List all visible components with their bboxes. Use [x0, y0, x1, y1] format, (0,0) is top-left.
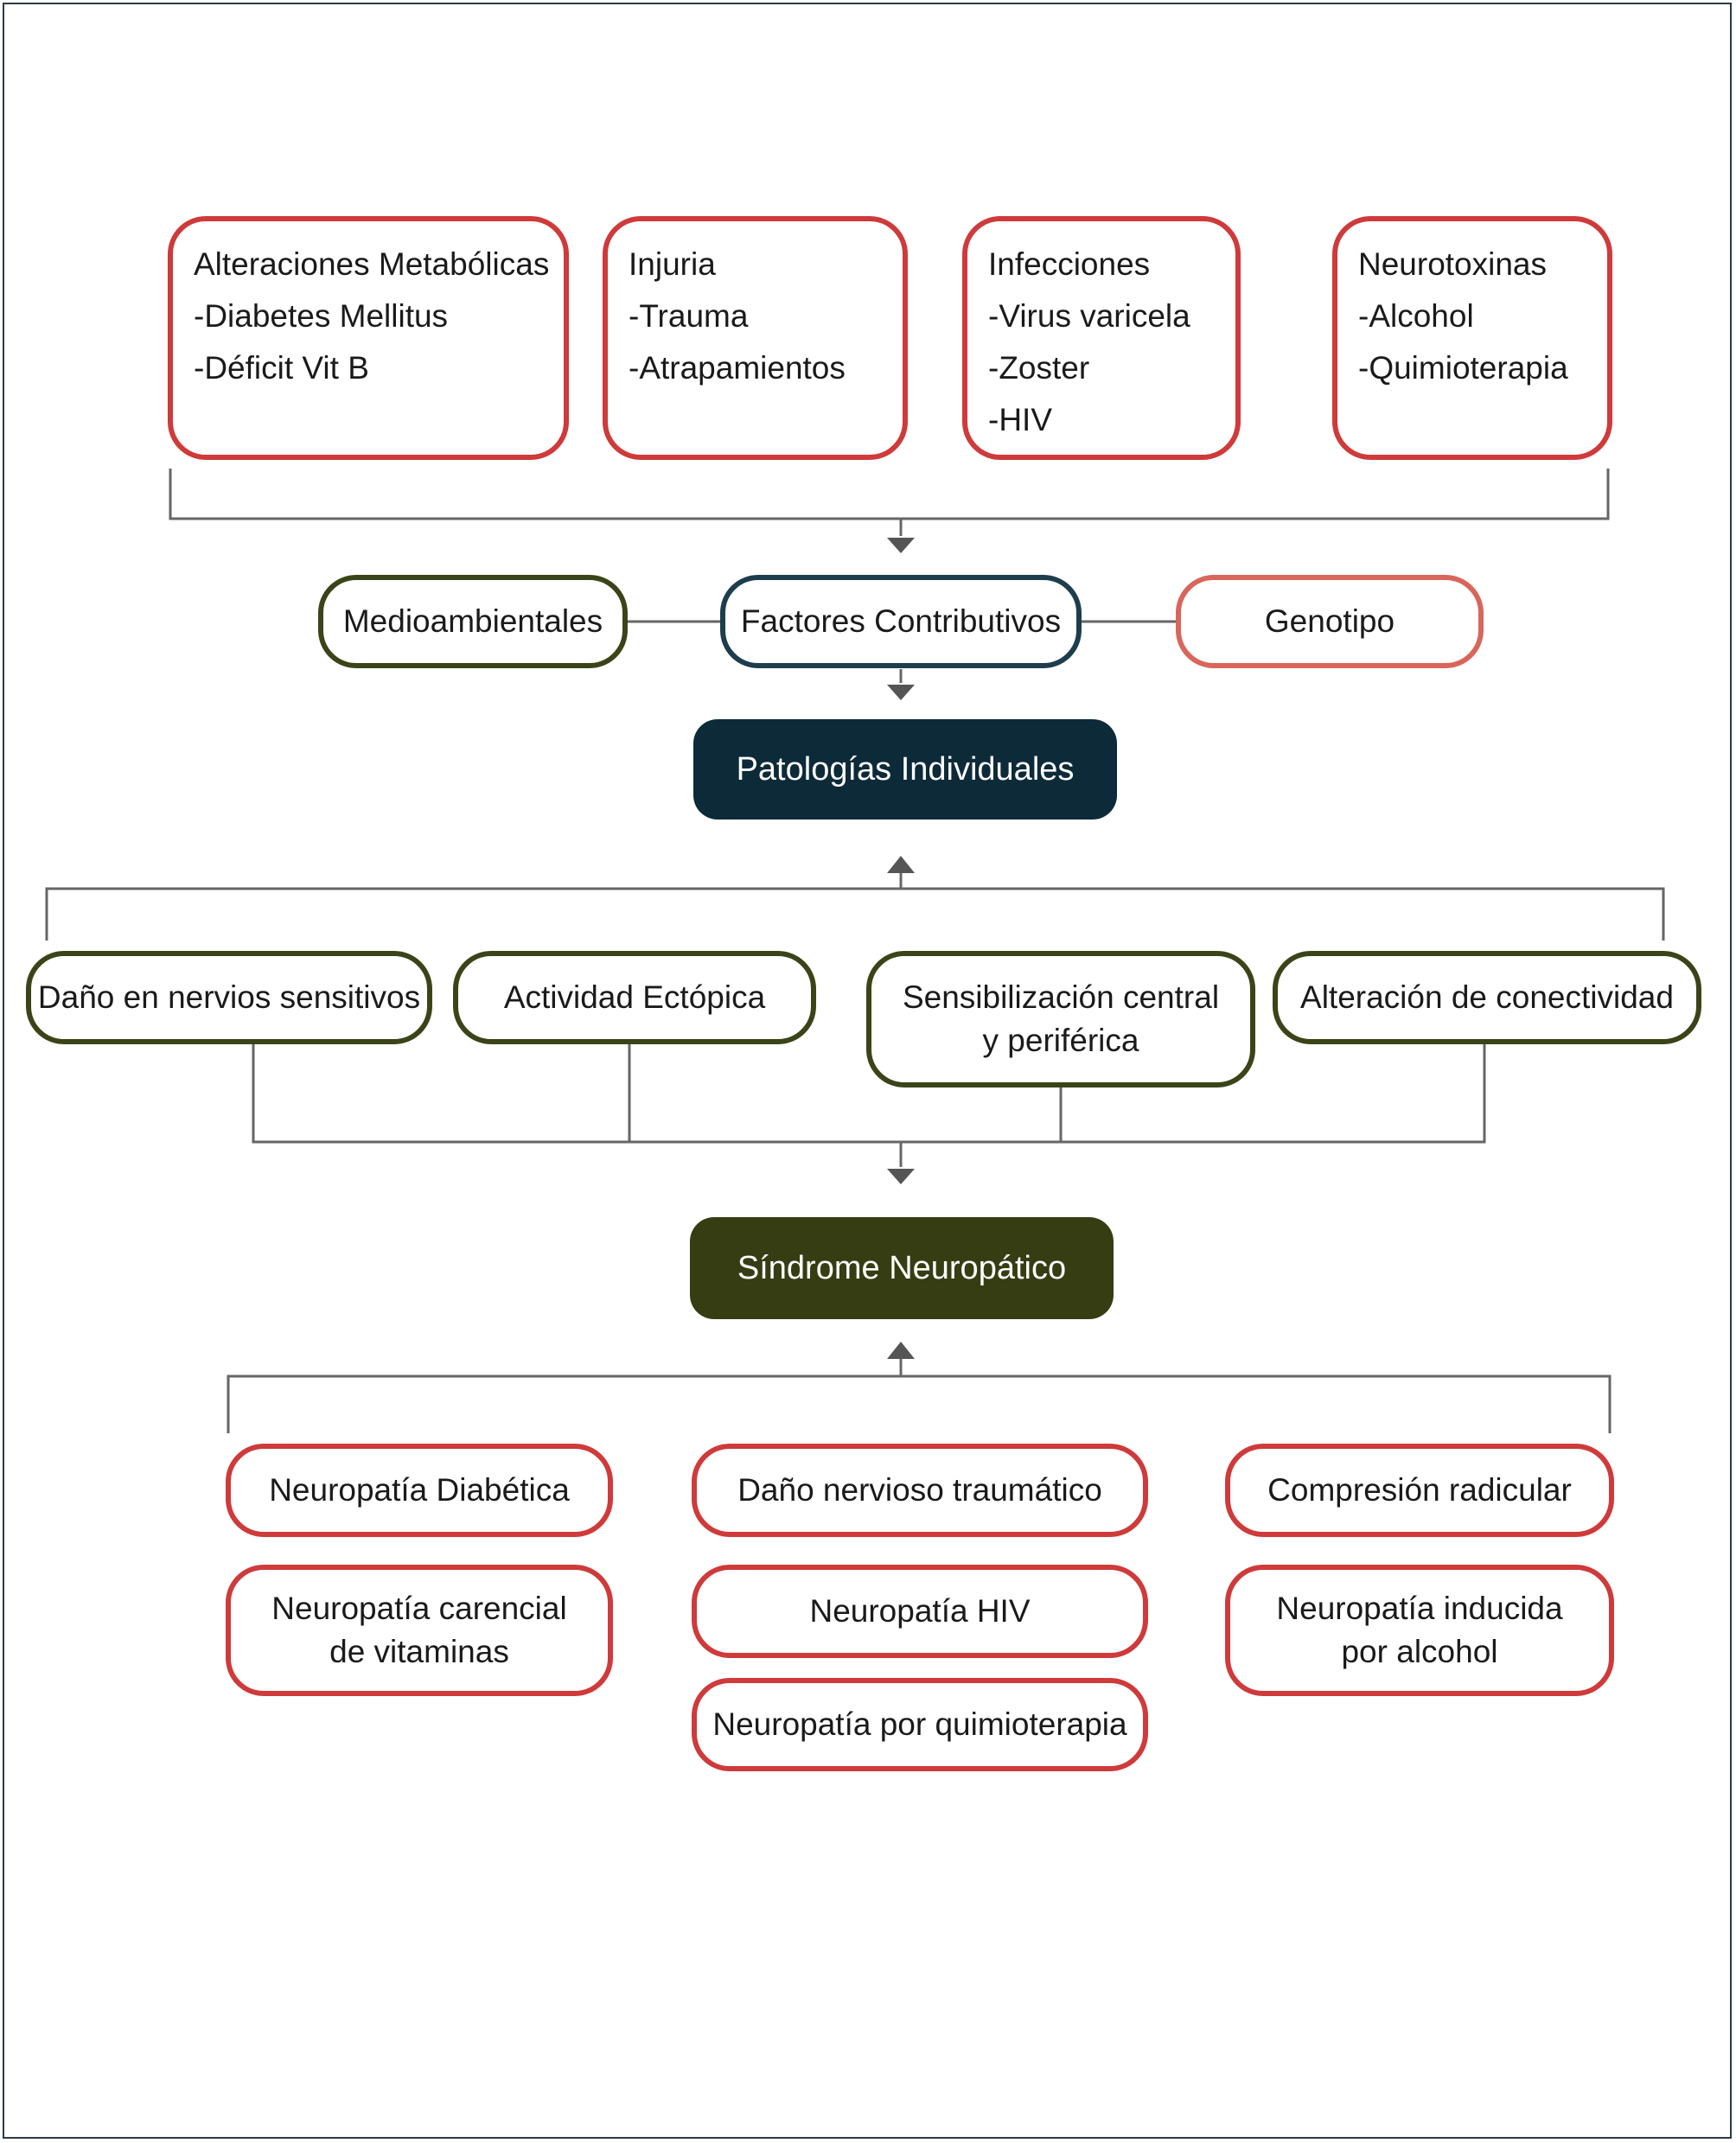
cause-title: Injuria [629, 246, 716, 282]
arrow-down-icon [887, 1169, 915, 1184]
cause-item: -Trauma [629, 298, 749, 334]
mechanism-connectivity-alteration: Alteración de conectividad [1273, 951, 1701, 1044]
condition-hiv-neuropathy: Neuropatía HIV [692, 1565, 1148, 1658]
cause-item: -Alcohol [1358, 298, 1474, 334]
condition-label-line: Neuropatía carencial [271, 1591, 567, 1626]
individual-pathologies-node: Patologías Individuales [693, 719, 1117, 820]
cause-item: -Virus varicela [988, 298, 1190, 334]
mechanism-sensory-nerve-damage: Daño en nervios sensitivos [26, 951, 432, 1044]
condition-label-line: por alcohol [1341, 1634, 1498, 1669]
condition-label: Neuropatía HIV [809, 1593, 1031, 1629]
factor-label: Genotipo [1264, 603, 1395, 639]
cause-box-infections: Infecciones -Virus varicela -Zoster -HIV [962, 216, 1241, 460]
condition-radicular-compression: Compresión radicular [1225, 1444, 1614, 1537]
condition-label: Neuropatía por quimioterapia [712, 1706, 1127, 1742]
node-label: Síndrome Neuropático [737, 1249, 1067, 1286]
factor-genotype: Genotipo [1176, 575, 1484, 668]
mechanism-label: Daño en nervios sensitivos [37, 979, 421, 1015]
arrow-down-icon [887, 685, 915, 700]
cause-item: -Quimioterapia [1358, 350, 1568, 386]
factor-label: Medioambientales [342, 603, 603, 639]
factor-contributive: Factores Contributivos [720, 575, 1082, 668]
cause-box-neurotoxins: Neurotoxinas -Alcohol -Quimioterapia [1332, 216, 1612, 460]
condition-label: Neuropatía Diabética [269, 1472, 570, 1508]
factor-label: Factores Contributivos [740, 603, 1062, 639]
cause-title: Alteraciones Metabólicas [194, 246, 550, 282]
condition-diabetic-neuropathy: Neuropatía Diabética [226, 1444, 613, 1537]
condition-chemotherapy-neuropathy: Neuropatía por quimioterapia [692, 1678, 1148, 1771]
condition-label-line: Neuropatía inducida [1276, 1591, 1563, 1626]
mechanism-sensitization: Sensibilización central y periférica [866, 951, 1255, 1087]
cause-item: -Zoster [988, 350, 1090, 386]
mechanism-ectopic-activity: Actividad Ectópica [453, 951, 816, 1044]
cause-title: Infecciones [988, 246, 1151, 282]
condition-label-line: de vitaminas [329, 1634, 509, 1669]
cause-item: -Déficit Vit B [194, 350, 369, 386]
arrow-up-icon [887, 1342, 915, 1359]
mechanism-label: Actividad Ectópica [503, 979, 766, 1015]
cause-box-metabolic: Alteraciones Metabólicas -Diabetes Melli… [168, 216, 569, 460]
node-label: Patologías Individuales [736, 750, 1075, 788]
factor-environmental: Medioambientales [318, 575, 628, 668]
cause-item: -Atrapamientos [629, 350, 846, 386]
mechanism-label-line: y periférica [982, 1023, 1139, 1058]
mechanism-label: Alteración de conectividad [1300, 979, 1674, 1015]
condition-traumatic-nerve-damage: Daño nervioso traumático [692, 1444, 1148, 1537]
arrow-up-icon [887, 856, 915, 873]
condition-label: Daño nervioso traumático [737, 1472, 1102, 1508]
cause-title: Neurotoxinas [1358, 246, 1548, 282]
neuropathic-syndrome-node: Síndrome Neuropático [690, 1217, 1114, 1319]
condition-vitamin-deficiency-neuropathy: Neuropatía carencial de vitaminas [226, 1565, 613, 1696]
diagram-frame [3, 3, 1732, 2139]
condition-label: Compresión radicular [1267, 1472, 1572, 1508]
cause-box-injury: Injuria -Trauma -Atrapamientos [603, 216, 908, 460]
cause-item: -HIV [988, 402, 1052, 437]
arrow-down-icon [887, 538, 915, 553]
mechanism-label-line: Sensibilización central [902, 979, 1220, 1015]
condition-alcohol-neuropathy: Neuropatía inducida por alcohol [1225, 1565, 1614, 1696]
cause-item: -Diabetes Mellitus [194, 298, 449, 334]
